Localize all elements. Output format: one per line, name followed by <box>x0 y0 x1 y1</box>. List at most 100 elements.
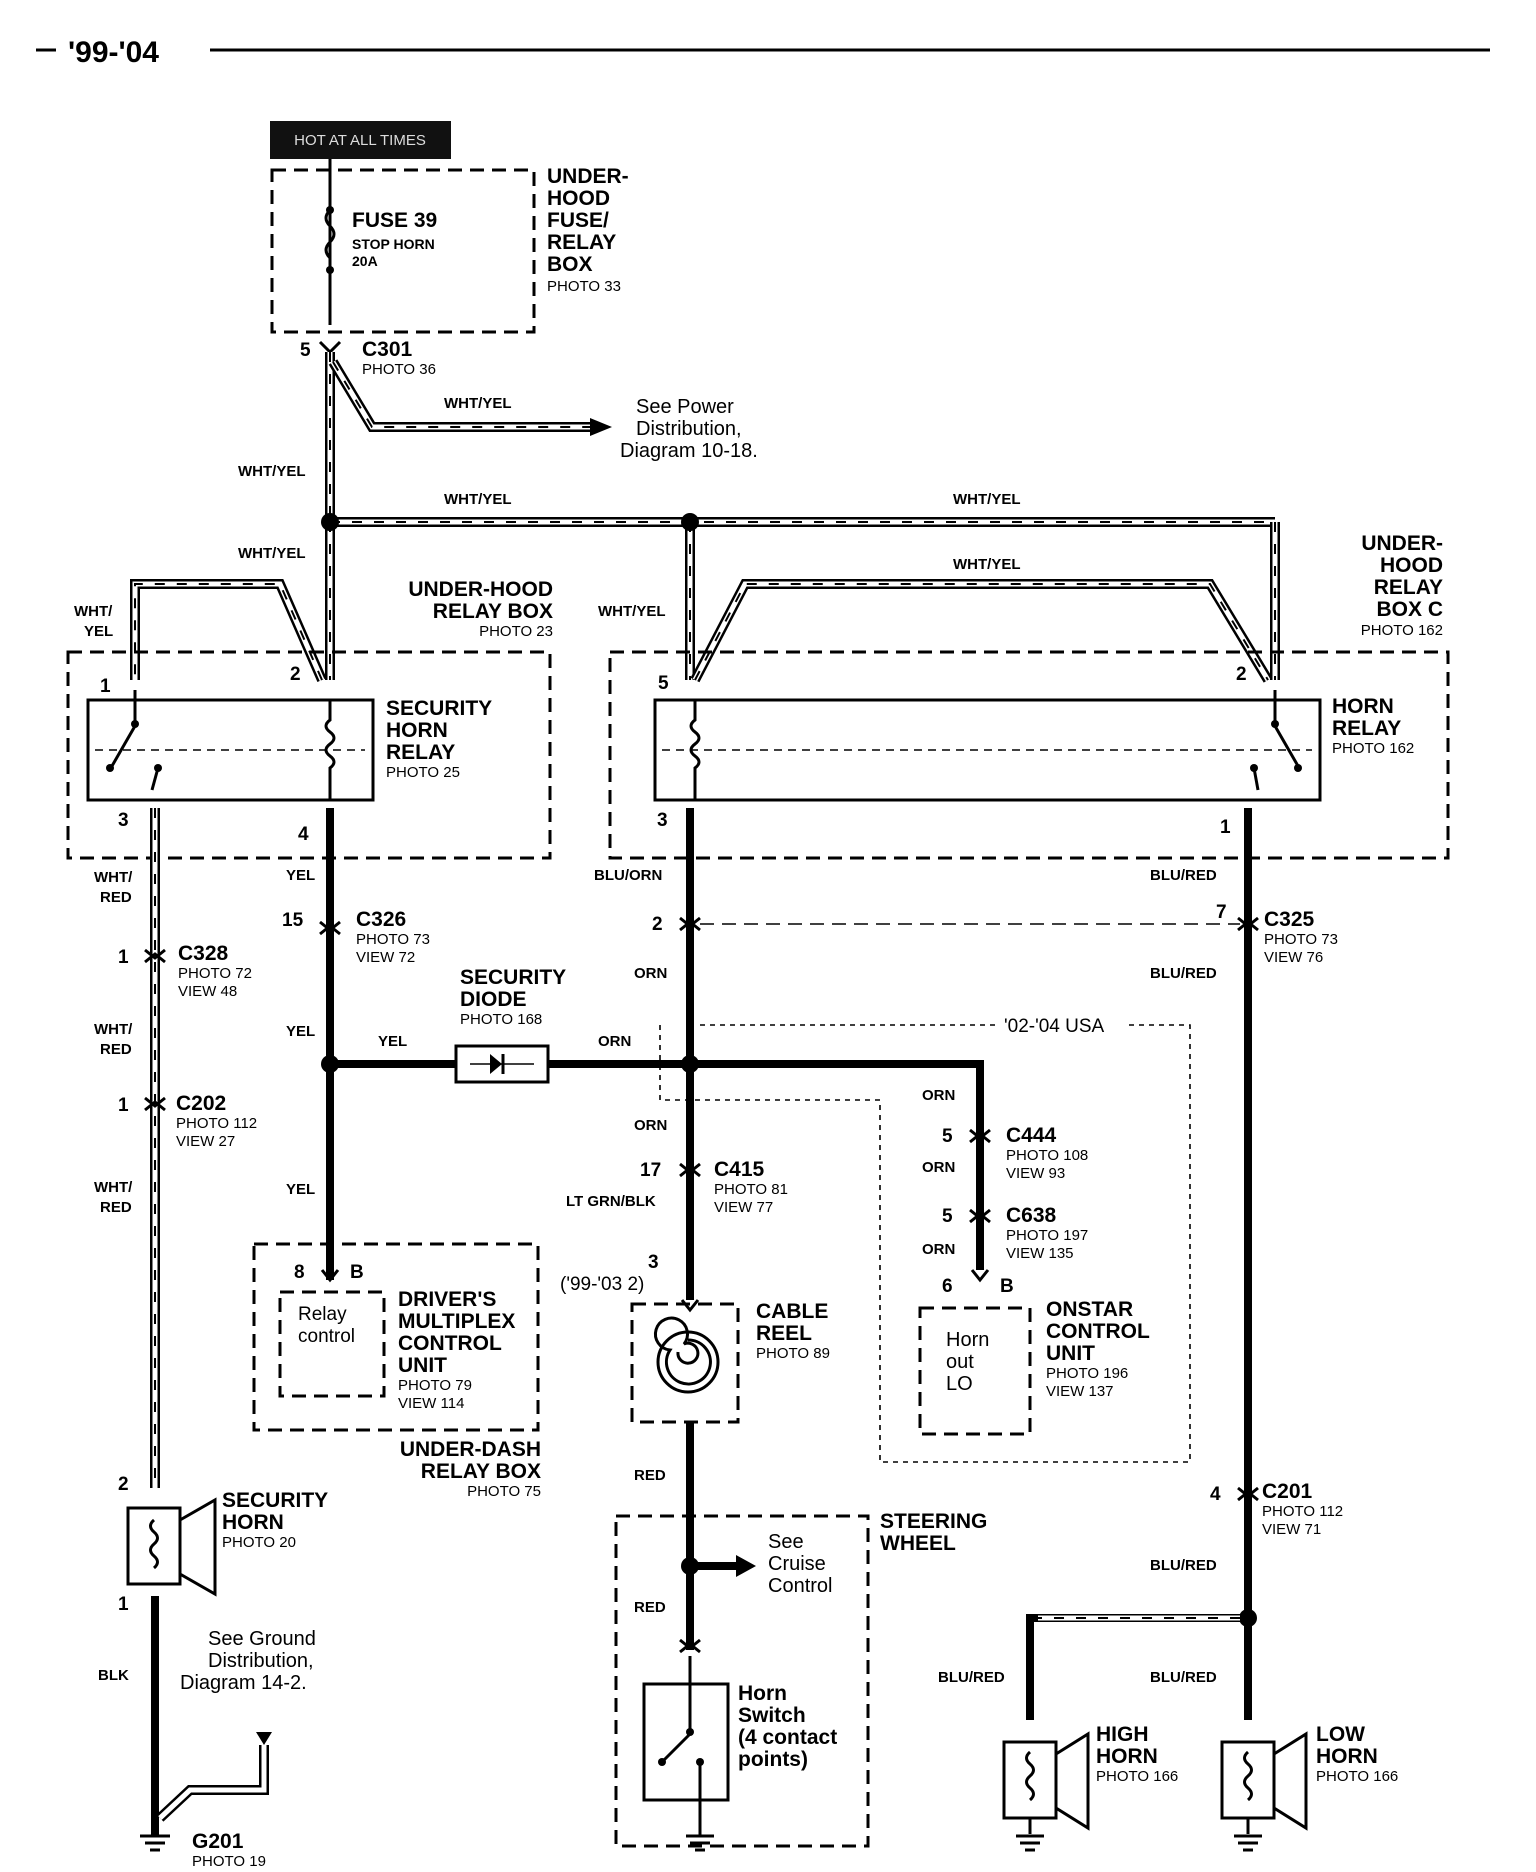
svg-text:BOX C: BOX C <box>1376 598 1443 621</box>
c328-connector <box>144 948 166 964</box>
svg-text:Cruise: Cruise <box>768 1553 826 1575</box>
wire-label: BLK <box>98 1667 129 1684</box>
c638-connector <box>969 1208 991 1224</box>
svg-text:HIGH: HIGH <box>1096 1723 1149 1746</box>
wire-label: WHT/YEL <box>953 491 1021 508</box>
c301-pin: 5 <box>300 340 311 361</box>
splice-red <box>681 1557 699 1575</box>
splice-left <box>321 513 339 531</box>
ground-high-horn-icon <box>1016 1818 1044 1852</box>
svg-text:PHOTO 75: PHOTO 75 <box>467 1483 541 1500</box>
svg-text:DIODE: DIODE <box>460 988 527 1011</box>
security-relay-pins: 1 2 3 4 <box>100 664 309 845</box>
svg-text:4: 4 <box>1210 1484 1221 1505</box>
c326-name: C326 <box>356 908 406 931</box>
c201-name: C201 <box>1262 1480 1313 1503</box>
svg-text:8: 8 <box>294 1262 305 1283</box>
under-dash-relay-box <box>252 1242 540 1432</box>
ground-arrow-icon <box>256 1732 272 1745</box>
wire-label: BLU/RED <box>938 1669 1005 1686</box>
wire-orn-onstar <box>690 1060 984 1270</box>
wire-label: ORN <box>922 1087 955 1104</box>
svg-text:PHOTO 168: PHOTO 168 <box>460 1011 542 1028</box>
cable-reel-label: CABLE REEL PHOTO 89 <box>756 1300 830 1362</box>
svg-text:ONSTAR: ONSTAR <box>1046 1298 1133 1321</box>
svg-text:4: 4 <box>298 824 309 845</box>
onstar-control-unit <box>918 1306 1032 1436</box>
page-title: '99-'04 <box>68 36 159 69</box>
wire-label: ORN <box>922 1159 955 1176</box>
wire-label: BLU/ORN <box>594 867 662 884</box>
ground-g201-icon <box>140 1834 170 1852</box>
c415-name: C415 <box>714 1158 765 1181</box>
svg-text:VIEW 71: VIEW 71 <box>1262 1521 1321 1538</box>
svg-text:Distribution,: Distribution, <box>208 1650 314 1672</box>
svg-text:PHOTO 20: PHOTO 20 <box>222 1534 296 1551</box>
svg-text:CONTROL: CONTROL <box>398 1332 502 1355</box>
svg-text:PHOTO 72: PHOTO 72 <box>178 965 252 982</box>
svg-text:CONTROL: CONTROL <box>1046 1320 1150 1343</box>
wire-label: RED <box>100 1041 132 1058</box>
svg-text:('99-'03 2): ('99-'03 2) <box>560 1274 644 1295</box>
wire-label: WHT/ <box>94 869 133 886</box>
wire-label: ORN <box>634 965 667 982</box>
c301-name: C301 <box>362 338 413 361</box>
horn-relay-pins: 5 2 3 1 <box>657 664 1247 838</box>
svg-text:1: 1 <box>1220 817 1231 838</box>
usa-02-04-region <box>659 1024 1191 1463</box>
svg-text:LOW: LOW <box>1316 1723 1365 1746</box>
svg-text:RELAY BOX: RELAY BOX <box>421 1460 541 1483</box>
steering-connector <box>679 1638 701 1654</box>
svg-text:See: See <box>768 1531 804 1553</box>
svg-text:REEL: REEL <box>756 1322 812 1345</box>
svg-text:PHOTO 25: PHOTO 25 <box>386 764 460 781</box>
svg-text:PHOTO 162: PHOTO 162 <box>1332 740 1414 757</box>
svg-text:CABLE: CABLE <box>756 1300 828 1323</box>
svg-text:RELAY: RELAY <box>547 231 616 254</box>
svg-text:out: out <box>946 1351 974 1373</box>
underhood-fuse-relay-box <box>270 168 536 334</box>
ground-distribution-note: See Ground Distribution, Diagram 14-2. <box>180 1628 316 1694</box>
wire-label: WHT/ <box>74 603 113 620</box>
svg-text:HORN: HORN <box>222 1511 284 1534</box>
svg-text:PHOTO 197: PHOTO 197 <box>1006 1227 1088 1244</box>
svg-text:VIEW 93: VIEW 93 <box>1006 1165 1065 1182</box>
security-horn-relay <box>86 698 375 802</box>
wire-label: ORN <box>922 1241 955 1258</box>
svg-text:MULTIPLEX: MULTIPLEX <box>398 1310 515 1333</box>
wire-label: YEL <box>84 623 113 640</box>
svg-text:15: 15 <box>282 910 304 931</box>
ground-steering-icon <box>686 1800 714 1852</box>
svg-text:DRIVER'S: DRIVER'S <box>398 1288 496 1311</box>
svg-text:BOX: BOX <box>547 253 593 276</box>
svg-text:LO: LO <box>946 1373 973 1395</box>
svg-text:PHOTO 166: PHOTO 166 <box>1316 1768 1398 1785</box>
svg-text:PHOTO 166: PHOTO 166 <box>1096 1768 1178 1785</box>
wire-label: WHT/YEL <box>598 603 666 620</box>
c301-connector <box>318 340 342 355</box>
wire-label: YEL <box>286 1181 315 1198</box>
svg-text:HORN: HORN <box>386 719 448 742</box>
splice-center <box>681 513 699 531</box>
svg-text:5: 5 <box>658 673 669 694</box>
svg-text:VIEW 27: VIEW 27 <box>176 1133 235 1150</box>
svg-text:B: B <box>1000 1276 1014 1297</box>
relay-control-block <box>278 1290 386 1398</box>
onstar-control-unit-label: ONSTAR CONTROL UNIT PHOTO 196 VIEW 137 <box>1046 1298 1150 1400</box>
svg-text:points): points) <box>738 1748 808 1771</box>
svg-text:VIEW 114: VIEW 114 <box>398 1395 464 1412</box>
svg-text:PHOTO 162: PHOTO 162 <box>1361 622 1443 639</box>
arrow-to-cruise-control <box>736 1555 756 1577</box>
onstar-connector <box>970 1269 990 1283</box>
g201-name: G201 <box>192 1830 244 1853</box>
svg-text:SECURITY: SECURITY <box>386 697 492 720</box>
wire-label: WHT/YEL <box>953 556 1021 573</box>
driver-multiplex-control-unit-label: DRIVER'S MULTIPLEX CONTROL UNIT PHOTO 79… <box>398 1288 515 1412</box>
c202-connector <box>144 1096 166 1112</box>
svg-text:17: 17 <box>640 1160 661 1181</box>
svg-text:SECURITY: SECURITY <box>222 1489 328 1512</box>
svg-text:VIEW 48: VIEW 48 <box>178 983 237 1000</box>
fuse-rating: 20A <box>352 253 378 269</box>
svg-text:UNDER-: UNDER- <box>547 165 629 188</box>
horn-relay <box>653 698 1322 802</box>
